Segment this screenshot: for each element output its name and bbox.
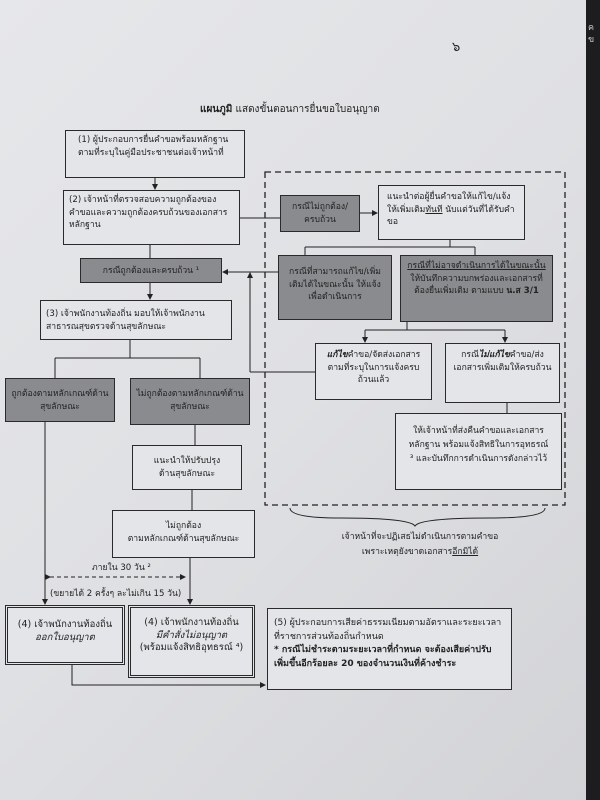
step4-issue-license-box: (4) เจ้าพนักงานท้องถิ่นออกใบอนุญาต [5, 605, 125, 665]
still-not-ok-line1: ไม่ถูกต้อง [165, 521, 202, 531]
step1-box: (1) ผู้ประกอบการยื่นคำขอพร้อมหลักฐานตามท… [65, 130, 245, 178]
not-fixed-pre: กรณี [461, 350, 479, 360]
step4b-line1: (4) เจ้าพนักงานท้องถิ่น [144, 617, 239, 628]
return-docs-box: ให้เจ้าหน้าที่ส่งคืนคำขอและเอกสารหลักฐาน… [395, 413, 562, 490]
cannot-fix-underlined: กรณีที่ไม่อาจดำเนินการได้ในขณะนั้น [407, 261, 546, 271]
still-not-ok-line2: ตามหลักเกณฑ์ด้านสุขลักษณะ [127, 533, 240, 544]
fixed-box: แก้ไขคำขอ/จัดส่งเอกสารตามที่ระบุในการแจ้… [315, 343, 432, 400]
step5-box: (5) ผู้ประกอบการเสียค่าธรรมเนียมตามอัตรา… [267, 608, 512, 690]
not-fixed-rest: คำขอ/ส่งเอกสารเพิ่มเติมให้ครบถ้วน [453, 350, 552, 373]
step4a-line1: (4) เจ้าพนักงานท้องถิ่น [17, 619, 113, 630]
cannot-fix-form: น.ส 3/1 [506, 286, 539, 296]
step4a-line2: ออกใบอนุญาต [35, 631, 95, 643]
reject-note: เจ้าหน้าที่จะปฏิเสธไม่ดำเนินการตามคำขอเพ… [300, 530, 540, 560]
extension-label: (ขยายได้ 2 ครั้งๆ ละไม่เกิน 15 วัน) [50, 589, 182, 599]
reject-line2-underlined: อีกมิได้ [452, 547, 479, 557]
still-not-ok-box: ไม่ถูกต้องตามหลักเกณฑ์ด้านสุขลักษณะ [112, 510, 255, 558]
within-days-label: ภายใน 30 วัน ² [92, 563, 151, 573]
not-fixed-box: กรณีไม่แก้ไขคำขอ/ส่งเอกสารเพิ่มเติมให้คร… [445, 343, 560, 403]
incorrect-box: กรณีไม่ถูกต้อง/ครบถ้วน [280, 195, 360, 232]
hygiene-not-ok-box: ไม่ถูกต้องตามหลักเกณฑ์ด้านสุขลักษณะ [130, 378, 250, 425]
title-bold: แผนภูมิ [200, 104, 233, 115]
cannot-fix-box: กรณีที่ไม่อาจดำเนินการได้ในขณะนั้น ให้บั… [400, 255, 553, 322]
step5-line1: (5) ผู้ประกอบการเสียค่าธรรมเนียมตามอัตรา… [274, 618, 502, 642]
page-title: แผนภูมิ แสดงขั้นตอนการยื่นขอใบอนุญาต [200, 102, 380, 117]
reject-line1: เจ้าหน้าที่จะปฏิเสธไม่ดำเนินการตามคำขอ [341, 532, 499, 542]
advise-applicant-text-b: นับแต่วันที่ได้รับคำขอ [387, 204, 515, 228]
hygiene-ok-box: ถูกต้องตามหลักเกณฑ์ด้านสุขลักษณะ [5, 378, 115, 422]
cannot-fix-rest: ให้บันทึกความบกพร่องและเอกสารที่ต้องยื่น… [410, 273, 543, 297]
step2-box: (2) เจ้าหน้าที่ตรวจสอบความถูกต้องของคำขอ… [63, 190, 240, 245]
edge-char: ข [588, 35, 595, 45]
background-edge [586, 0, 600, 800]
step3-box: (3) เจ้าพนักงานท้องถิ่น มอบให้เจ้าพนักงา… [40, 300, 232, 340]
page-number: ๖ [452, 40, 461, 55]
can-fix-box: กรณีที่สามารถแก้ไข/เพิ่มเติมได้ในขณะนั้น… [278, 255, 392, 320]
step4-deny-license-box: (4) เจ้าพนักงานท้องถิ่นมีคำสั่งไม่อนุญาต… [128, 605, 255, 678]
advise-applicant-text-a: แนะนำต่อผู้ยื่นคำขอให้แก้ไข/แจ้งให้เพิ่ม… [387, 192, 511, 215]
step4b-line2: มีคำสั่งไม่อนุญาต [155, 629, 228, 641]
fixed-bold: แก้ไข [326, 350, 348, 360]
correct-complete-box: กรณีถูกต้องและครบถ้วน ¹ [80, 258, 222, 283]
advise-improve-box: แนะนำให้ปรับปรุงด้านสุขลักษณะ [132, 445, 242, 490]
reject-line2: เพราะเหตุยังขาดเอกสาร [361, 547, 453, 557]
advise-applicant-immediately: ทันที [425, 204, 443, 215]
not-fixed-bold: ไม่แก้ไข [478, 350, 510, 360]
edge-char: ค [588, 23, 595, 33]
title-rest: แสดงขั้นตอนการยื่นขอใบอนุญาต [235, 104, 380, 115]
fixed-rest: คำขอ/จัดส่งเอกสารตามที่ระบุในการแจ้งครบถ… [327, 350, 421, 385]
step4b-line3: (พร้อมแจ้งสิทธิอุทธรณ์ ⁴) [139, 642, 244, 653]
step5-penalty-note: * กรณีไม่ชำระตามระยะเวลาที่กำหนด จะต้องเ… [274, 645, 492, 669]
advise-applicant-box: แนะนำต่อผู้ยื่นคำขอให้แก้ไข/แจ้งให้เพิ่ม… [378, 185, 525, 240]
